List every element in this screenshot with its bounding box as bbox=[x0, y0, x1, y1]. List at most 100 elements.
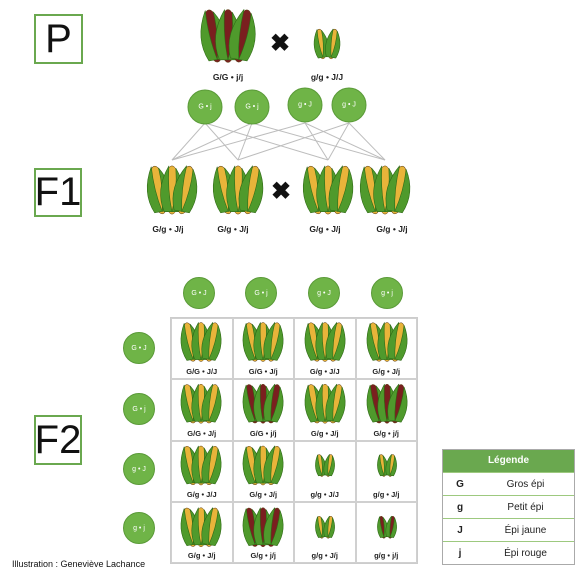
punnett-cell-r1c2: G/G • J/j bbox=[232, 318, 294, 380]
f2-column-gamete-3: g • J bbox=[308, 277, 340, 309]
punnett-cell-genotype: G/g • j/j bbox=[250, 551, 277, 560]
legend-meaning: Gros épi bbox=[506, 478, 545, 490]
punnett-cell-r1c1: G/G • J/J bbox=[171, 318, 233, 380]
parent-gamete-4: g • J bbox=[331, 87, 367, 123]
corn-ear-icon bbox=[325, 383, 346, 424]
large-corn-plant bbox=[212, 165, 264, 215]
punnett-cell-genotype: G/g • j/j bbox=[373, 428, 400, 438]
legend-row: j Épi rouge bbox=[443, 541, 574, 564]
legend-meaning: Épi rouge bbox=[504, 547, 547, 559]
large-corn-plant bbox=[304, 322, 346, 362]
parent-gamete-3: g • J bbox=[287, 87, 323, 123]
punnett-cell-genotype: G/G • J/J bbox=[186, 367, 218, 377]
legend-row: J Épi jaune bbox=[443, 518, 574, 541]
small-corn-plant bbox=[313, 28, 341, 60]
large-corn-plant bbox=[242, 322, 284, 362]
corn-ear-icon bbox=[263, 507, 284, 547]
large-corn-plant bbox=[359, 165, 411, 215]
generation-f1-label: F1 bbox=[34, 170, 82, 214]
large-corn-plant bbox=[304, 383, 346, 424]
legend-symbol: g bbox=[456, 501, 464, 513]
punnett-cell-genotype: G/g • J/j bbox=[372, 367, 401, 377]
large-corn-plant bbox=[366, 322, 408, 362]
parent-right-genotype: g/g • J/J bbox=[310, 72, 344, 82]
punnett-cell-r4c2: G/g • j/j bbox=[232, 501, 294, 563]
f2-row-gamete-3: g • J bbox=[123, 453, 155, 485]
generation-p-box: P bbox=[34, 14, 83, 64]
corn-ear-icon bbox=[172, 165, 198, 215]
legend-symbol: J bbox=[457, 524, 463, 536]
f2-row-gamete-1: G • J bbox=[123, 332, 155, 364]
large-corn-plant bbox=[242, 507, 284, 548]
legend-symbol: j bbox=[458, 547, 462, 559]
punnett-cell-r1c4: G/g • J/j bbox=[355, 318, 417, 380]
large-corn-plant bbox=[242, 383, 284, 424]
punnett-cell-r3c3: g/g • J/J bbox=[294, 440, 356, 502]
f1-cross-symbol: ✖ bbox=[270, 178, 292, 205]
generation-p-label: P bbox=[45, 16, 72, 61]
legend-title: Légende bbox=[443, 450, 574, 472]
punnett-cell-r2c4: G/g • j/j bbox=[355, 379, 417, 441]
punnett-cell-r3c1: G/g • J/J bbox=[171, 440, 233, 502]
large-corn-plant bbox=[180, 507, 222, 548]
legend-row: g Petit épi bbox=[443, 495, 574, 518]
small-corn-plant bbox=[377, 515, 397, 539]
punnett-cell-r4c1: G/g • J/j bbox=[171, 501, 233, 563]
corn-ear-icon bbox=[263, 322, 284, 362]
corn-ear-icon bbox=[323, 515, 335, 539]
corn-ear-icon bbox=[325, 28, 341, 60]
corn-ear-icon bbox=[385, 515, 397, 539]
corn-ear-icon bbox=[201, 507, 222, 547]
corn-ear-icon bbox=[201, 445, 222, 486]
punnett-cell-r1c3: G/g • J/J bbox=[294, 318, 356, 380]
punnett-cell-r3c2: G/g • J/j bbox=[232, 440, 294, 502]
punnett-square: G/G • J/J G/G • J/j G/g • J/J G/g • J/j … bbox=[170, 317, 418, 564]
parent-gamete-2: G • j bbox=[234, 89, 270, 125]
f1-genotype-4: G/g • J/j bbox=[376, 224, 408, 234]
punnett-cell-genotype: G/g • J/J bbox=[186, 489, 217, 499]
legend-meaning: Épi jaune bbox=[504, 524, 547, 536]
corn-ear-icon bbox=[325, 322, 346, 362]
legend-table: Légende G Gros épi g Petit épi J Épi jau… bbox=[442, 449, 575, 565]
large-corn-plant bbox=[180, 445, 222, 486]
punnett-cell-r2c1: G/G • J/j bbox=[171, 379, 233, 441]
f1-genotype-2: G/g • J/j bbox=[217, 224, 249, 234]
punnett-cell-genotype: G/g • J/j bbox=[310, 428, 339, 438]
large-corn-plant bbox=[200, 9, 256, 63]
large-corn-plant bbox=[180, 322, 222, 362]
punnett-cell-r4c3: g/g • J/j bbox=[294, 501, 356, 563]
f2-column-gamete-4: g • j bbox=[371, 277, 403, 309]
corn-ear-icon bbox=[377, 516, 389, 539]
punnett-cell-genotype: G/G • J/j bbox=[248, 367, 278, 377]
corn-ear-icon bbox=[323, 454, 335, 477]
punnett-cell-r4c4: g/g • j/j bbox=[355, 501, 417, 563]
punnett-cell-r2c2: G/G • j/j bbox=[232, 379, 294, 441]
small-corn-plant bbox=[315, 454, 335, 477]
corn-ear-icon bbox=[201, 322, 222, 362]
corn-ear-icon bbox=[238, 165, 264, 215]
corn-ear-icon bbox=[387, 383, 408, 424]
f2-column-gamete-1: G • J bbox=[183, 277, 215, 309]
punnett-cell-genotype: G/G • j/j bbox=[249, 428, 277, 438]
f1-genotype-3: G/g • J/j bbox=[309, 224, 341, 234]
punnett-cell-genotype: g/g • J/J bbox=[310, 489, 339, 499]
parent-gamete-1: G • j bbox=[187, 89, 223, 125]
large-corn-plant bbox=[242, 445, 284, 486]
f2-column-gamete-2: G • j bbox=[245, 277, 277, 309]
punnett-cell-r3c4: g/g • J/j bbox=[355, 440, 417, 502]
corn-ear-icon bbox=[328, 165, 354, 215]
corn-ear-icon bbox=[385, 454, 397, 477]
punnett-cell-genotype: g/g • J/j bbox=[373, 489, 400, 499]
f2-row-gamete-4: g • j bbox=[123, 512, 155, 544]
corn-ear-icon bbox=[387, 322, 408, 362]
parent-left-genotype: G/G • j/j bbox=[212, 72, 244, 82]
small-corn-plant bbox=[315, 515, 335, 539]
parent-cross-symbol: ✖ bbox=[269, 30, 291, 57]
legend-row: G Gros épi bbox=[443, 472, 574, 495]
large-corn-plant bbox=[146, 165, 198, 215]
legend-symbol: G bbox=[456, 478, 464, 490]
f2-row-gamete-2: G • j bbox=[123, 393, 155, 425]
large-corn-plant bbox=[180, 383, 222, 424]
